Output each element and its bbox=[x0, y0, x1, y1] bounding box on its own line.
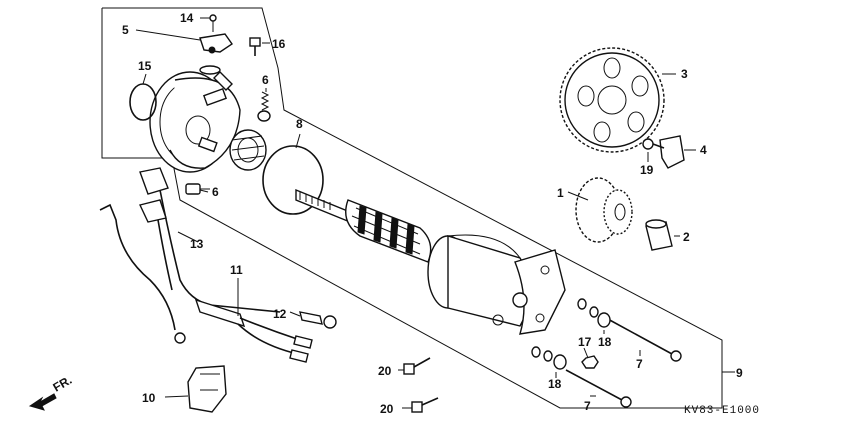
motor-yoke bbox=[427, 234, 566, 335]
commutator-bushing bbox=[229, 129, 267, 171]
callout-15: 15 bbox=[138, 59, 152, 73]
callout-9: 9 bbox=[736, 366, 743, 380]
callout-8: 8 bbox=[296, 117, 303, 131]
reduction-gear bbox=[575, 177, 633, 243]
callout-16: 16 bbox=[272, 37, 286, 51]
callout-18-lower: 18 bbox=[548, 377, 562, 391]
callout-3: 3 bbox=[681, 67, 688, 81]
washers-nuts bbox=[531, 298, 611, 370]
front-direction-arrow bbox=[28, 393, 57, 411]
wire-harness bbox=[194, 298, 313, 363]
cable-terminal bbox=[299, 311, 337, 329]
callout-19: 19 bbox=[640, 163, 654, 177]
callout-1: 1 bbox=[557, 186, 564, 200]
callout-10: 10 bbox=[142, 391, 156, 405]
cable-bracket bbox=[187, 365, 227, 413]
leader-lines bbox=[135, 17, 696, 409]
o-ring-large bbox=[262, 145, 324, 215]
callout-7-upper: 7 bbox=[636, 357, 643, 371]
front-cover bbox=[149, 71, 241, 173]
callout-6-lower: 6 bbox=[212, 185, 219, 199]
o-ring-small bbox=[129, 83, 157, 121]
plate-and-bolt bbox=[642, 135, 685, 169]
callout-17: 17 bbox=[578, 335, 592, 349]
catalog-code: KV83-E1000 bbox=[684, 405, 760, 417]
pin-spacer bbox=[645, 219, 673, 251]
direction-label: FR. bbox=[51, 373, 75, 395]
callout-5: 5 bbox=[122, 23, 129, 37]
bolt-16 bbox=[249, 37, 261, 56]
callout-13: 13 bbox=[190, 237, 204, 251]
callout-6-upper: 6 bbox=[262, 73, 269, 87]
callout-2: 2 bbox=[683, 230, 690, 244]
callout-12: 12 bbox=[273, 307, 287, 321]
starter-cable bbox=[99, 167, 281, 344]
callout-7-lower: 7 bbox=[584, 399, 591, 413]
long-bolts bbox=[565, 317, 682, 408]
starter-sprocket bbox=[559, 47, 665, 153]
callout-14: 14 bbox=[180, 11, 194, 25]
spring-upper bbox=[257, 91, 271, 122]
callout-18-upper: 18 bbox=[598, 335, 612, 349]
armature bbox=[295, 188, 432, 263]
mounting-bolts bbox=[403, 357, 439, 413]
callout-11: 11 bbox=[230, 263, 243, 277]
callout-20-upper: 20 bbox=[378, 364, 392, 378]
brush-lower bbox=[185, 183, 210, 195]
callout-labels: 1 2 3 4 5 6 6 7 7 8 9 10 11 12 13 14 15 … bbox=[122, 11, 743, 416]
callout-4: 4 bbox=[700, 143, 707, 157]
callout-20-lower: 20 bbox=[380, 402, 394, 416]
brush-holder bbox=[199, 14, 233, 91]
assembly-outline bbox=[101, 7, 735, 409]
